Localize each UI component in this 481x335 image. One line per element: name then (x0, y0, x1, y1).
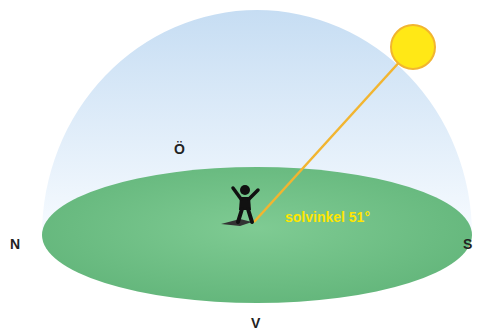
compass-label: N (10, 237, 20, 252)
sun-ray (254, 47, 413, 222)
compass-label: V (251, 316, 260, 331)
compass-label: S (463, 237, 472, 252)
ground-plane (42, 167, 472, 303)
sun (391, 25, 435, 69)
person-figure (233, 185, 258, 222)
angle-label: solvinkel 51° (285, 210, 370, 225)
compass-label: Ö (174, 142, 185, 157)
